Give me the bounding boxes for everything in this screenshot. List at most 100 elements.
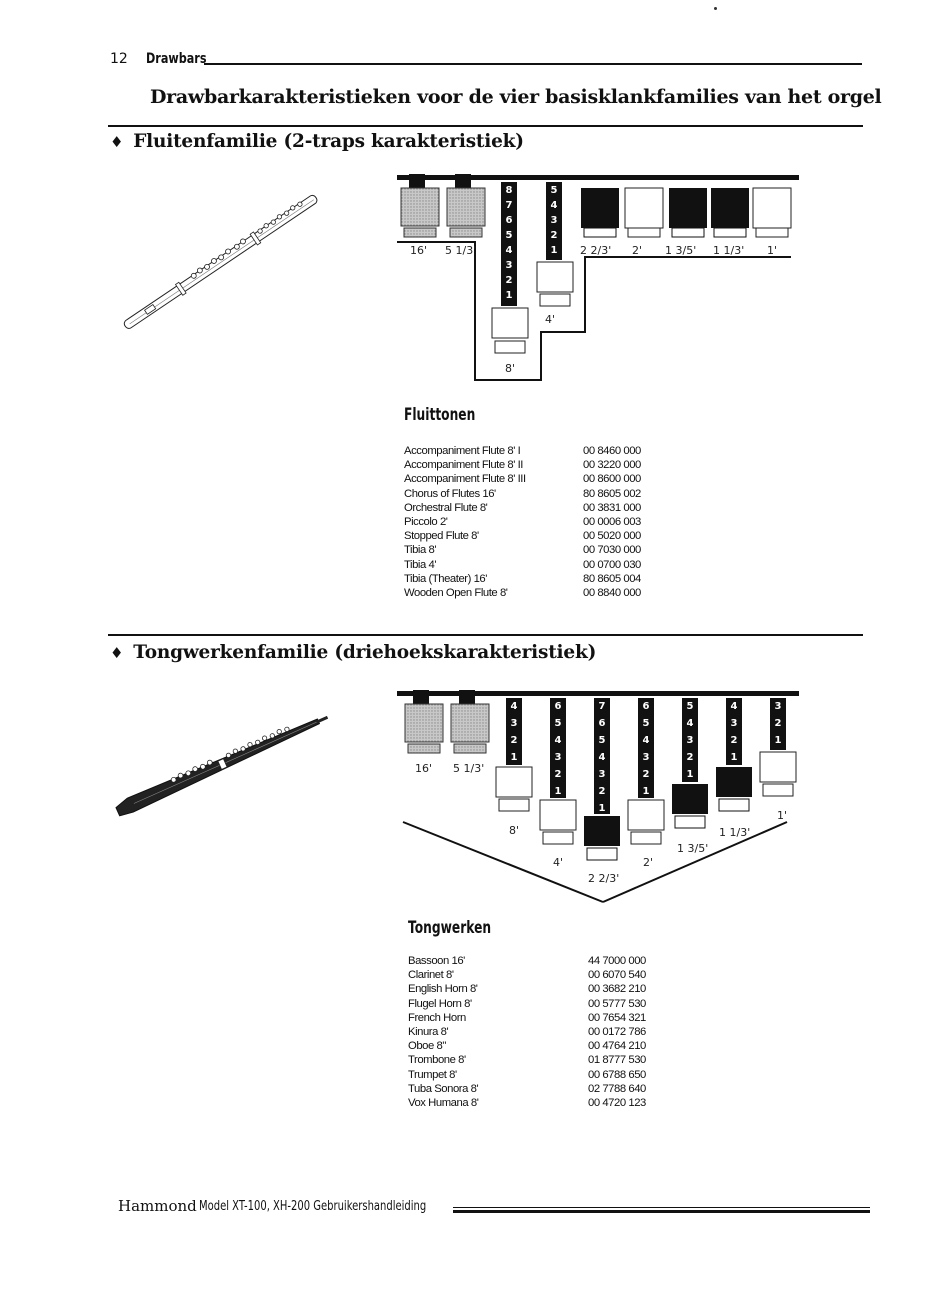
- svg-text:5: 5: [687, 701, 694, 712]
- svg-text:3: 3: [775, 701, 782, 712]
- page-title: Drawbarkarakteristieken voor de vier bas…: [150, 86, 882, 108]
- footage-label: 5 1/3': [445, 244, 476, 257]
- svg-text:2: 2: [687, 752, 694, 763]
- list-item: Orchestral Flute 8'00 3831 000: [404, 501, 641, 514]
- svg-text:1: 1: [599, 803, 606, 814]
- svg-text:7: 7: [506, 200, 513, 211]
- svg-text:5: 5: [643, 718, 650, 729]
- footage-label: 1': [777, 809, 787, 822]
- list-item: Kinura 8'00 0172 786: [408, 1025, 646, 1038]
- footage-label: 1 3/5': [677, 842, 708, 855]
- footage-label: 1 3/5': [665, 244, 696, 257]
- title-rule: [108, 125, 863, 127]
- footage-label: 2 2/3': [580, 244, 611, 257]
- svg-text:4: 4: [506, 245, 513, 256]
- flute-list-title: Fluittonen: [404, 405, 476, 425]
- page-footer: Hammond Model XT-100, XH-200 Gebruikersh…: [118, 1197, 870, 1217]
- diamond-bullet-icon: ♦: [110, 644, 124, 662]
- footage-label: 2': [632, 244, 642, 257]
- svg-text:2: 2: [775, 718, 782, 729]
- svg-text:2: 2: [506, 275, 513, 286]
- flute-section-heading: ♦Fluitenfamilie (2-traps karakteristiek): [110, 131, 524, 152]
- svg-text:1: 1: [506, 290, 513, 301]
- svg-text:4: 4: [511, 701, 518, 712]
- svg-text:2: 2: [551, 230, 558, 241]
- svg-text:1: 1: [687, 769, 694, 780]
- svg-text:5: 5: [506, 230, 513, 241]
- footage-label: 1 1/3': [719, 826, 750, 839]
- footage-label: 8': [509, 824, 519, 837]
- footer-rule-thick: [453, 1210, 870, 1213]
- footer-rule: [453, 1207, 870, 1208]
- svg-text:4: 4: [731, 701, 738, 712]
- footage-label: 4': [553, 856, 563, 869]
- list-item: Oboe 8"00 4764 210: [408, 1040, 646, 1053]
- svg-text:2: 2: [643, 769, 650, 780]
- list-item: Bassoon 16'44 7000 000: [408, 955, 646, 967]
- svg-text:2: 2: [555, 769, 562, 780]
- svg-text:3: 3: [555, 752, 562, 763]
- svg-text:5: 5: [551, 185, 558, 196]
- list-item: Piccolo 2'00 0006 003: [404, 515, 641, 528]
- scan-speck: [714, 7, 717, 10]
- header-rule: [204, 63, 862, 65]
- svg-text:1: 1: [731, 752, 738, 763]
- list-item: Vox Humana 8'00 4720 123: [408, 1096, 646, 1109]
- svg-text:1: 1: [775, 735, 782, 746]
- list-item: Clarinet 8'00 6070 540: [408, 969, 646, 982]
- footage-label: 1': [767, 244, 777, 257]
- diamond-bullet-icon: ♦: [110, 133, 124, 151]
- list-item: Tibia 8'00 7030 000: [404, 544, 641, 557]
- svg-text:2: 2: [731, 735, 738, 746]
- list-item: Tibia (Theater) 16'80 8605 004: [404, 572, 641, 585]
- footage-label: 1 1/3': [713, 244, 744, 257]
- svg-text:7: 7: [599, 701, 606, 712]
- flute-illustration: [123, 194, 318, 329]
- reed-preset-list: Bassoon 16'44 7000 000 Clarinet 8'00 607…: [408, 954, 668, 1110]
- svg-text:3: 3: [599, 769, 606, 780]
- svg-text:2: 2: [599, 786, 606, 797]
- list-item: Trumpet 8'00 6788 650: [408, 1068, 646, 1081]
- list-item: Tibia 4'00 0700 030: [404, 558, 641, 571]
- list-item: Stopped Flute 8'00 5020 000: [404, 530, 641, 543]
- list-item: Wooden Open Flute 8'00 8840 000: [404, 586, 641, 599]
- svg-text:4: 4: [555, 735, 562, 746]
- svg-text:5: 5: [599, 735, 606, 746]
- list-item: English Horn 8'00 3682 210: [408, 983, 646, 996]
- svg-text:3: 3: [506, 260, 513, 271]
- reed-list-title: Tongwerken: [408, 918, 492, 938]
- footage-label: 5 1/3': [453, 762, 484, 775]
- svg-text:1: 1: [551, 245, 558, 256]
- svg-text:3: 3: [551, 215, 558, 226]
- oboe-illustration: [115, 715, 329, 817]
- svg-text:3: 3: [687, 735, 694, 746]
- manual-title: Model XT-100, XH-200 Gebruikershandleidi…: [199, 1198, 427, 1214]
- list-item: Chorus of Flutes 16'80 8605 002: [404, 487, 641, 500]
- brand-name: Hammond: [118, 1197, 197, 1215]
- footage-label: 16': [415, 762, 432, 775]
- footage-label: 2': [643, 856, 653, 869]
- svg-text:6: 6: [555, 701, 562, 712]
- svg-text:6: 6: [506, 215, 513, 226]
- svg-text:3: 3: [643, 752, 650, 763]
- svg-text:6: 6: [599, 718, 606, 729]
- svg-text:1: 1: [555, 786, 562, 797]
- page-header: 12 Drawbars: [110, 51, 862, 71]
- footage-label: 8': [505, 362, 515, 375]
- svg-text:4: 4: [599, 752, 606, 763]
- list-item: Trombone 8'01 8777 530: [408, 1054, 646, 1067]
- section-name: Drawbars: [146, 51, 207, 67]
- svg-text:4: 4: [643, 735, 650, 746]
- footage-label: 16': [410, 244, 427, 257]
- footage-label: 4': [545, 313, 555, 326]
- list-item: Tuba Sonora 8'02 7788 640: [408, 1082, 646, 1095]
- svg-text:6: 6: [643, 701, 650, 712]
- svg-text:4: 4: [551, 200, 558, 211]
- list-item: Flugel Horn 8'00 5777 530: [408, 997, 646, 1010]
